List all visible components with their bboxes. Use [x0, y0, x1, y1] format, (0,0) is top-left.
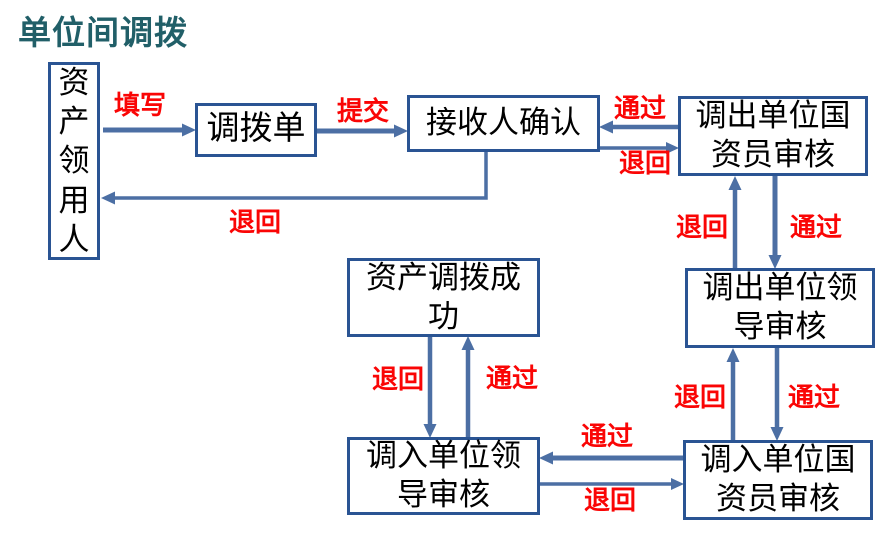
arrow-return-success-to-inleader	[423, 337, 437, 438]
arrow-pass-inofficer-to-inleader	[539, 451, 683, 465]
node-transfer-success: 资产调拨成 功	[347, 258, 540, 337]
edge-label-return-to-assetuser: 退回	[228, 207, 281, 237]
arrow-return-inleader-to-inofficer	[540, 478, 684, 490]
node-in-unit-leader-review: 调入单位领 导审核	[347, 437, 540, 515]
node-out-unit-officer-review: 调出单位国 资员审核	[678, 96, 868, 176]
page-title: 单位间调拨	[18, 14, 188, 51]
arrow-return-inofficer-to-outleader	[726, 348, 740, 440]
arrow-pass-outleader-to-inofficer	[770, 348, 784, 441]
edge-label-pass-outleader-down: 通过	[787, 382, 840, 412]
node-asset-user: 资 产 领 用 人	[48, 62, 100, 260]
edge-label-pass-to-inleader: 通过	[580, 421, 633, 451]
edge-label-fill-in: 填写	[113, 90, 166, 120]
edge-label-pass-to-success: 通过	[485, 363, 538, 393]
edge-label-return-to-inleader: 退回	[371, 364, 424, 394]
node-transfer-form: 调拨单	[195, 103, 317, 157]
edge-label-return-outleader-up: 退回	[675, 212, 728, 242]
arrow-pass-outofficer-to-outleader	[768, 176, 782, 269]
edge-label-pass-outofficer-down: 通过	[789, 212, 842, 242]
edge-label-return-inofficer-up: 退回	[673, 382, 726, 412]
node-in-unit-officer-review: 调入单位国 资员审核	[683, 440, 873, 520]
node-out-unit-leader-review: 调出单位领 导审核	[685, 268, 875, 348]
arrow-return-outleader-to-outofficer	[728, 176, 742, 268]
edge-label-return-to-outofficer: 退回	[618, 148, 671, 178]
arrow-return-receiver-to-assetuser	[101, 152, 488, 205]
arrow-pass-outofficer-to-receiver	[599, 120, 678, 134]
edge-label-return-to-inofficer: 退回	[583, 485, 636, 515]
node-receiver-confirm: 接收人确认	[407, 95, 600, 152]
arrow-submit	[317, 124, 408, 138]
edge-label-submit: 提交	[336, 96, 389, 126]
arrow-pass-inleader-to-success	[461, 336, 475, 437]
arrow-fill-in	[103, 123, 196, 137]
edge-label-pass-to-receiver: 通过	[613, 93, 666, 123]
arrow-return-receiver-to-outofficer	[600, 142, 679, 154]
